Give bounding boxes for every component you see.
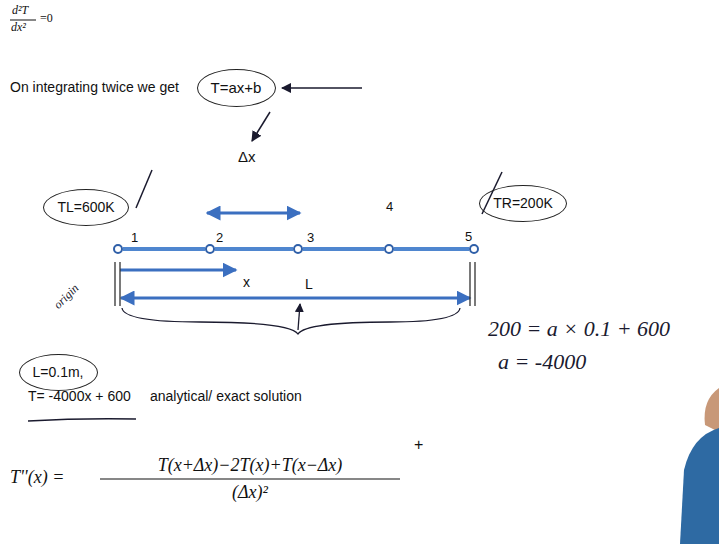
value-text: T=ax+b xyxy=(211,79,262,96)
node-number: 4 xyxy=(386,200,393,215)
slide-text: =0 xyxy=(40,12,53,26)
dimension-arrow xyxy=(121,297,470,300)
slide-text: Δx xyxy=(238,148,256,165)
hand-brace xyxy=(122,308,460,334)
slide-text: On integrating twice we get xyxy=(10,79,179,95)
slide-text: d²T xyxy=(12,4,28,18)
value-text: TR=200K xyxy=(493,195,553,211)
rod-segment xyxy=(303,247,384,251)
circled-value: TL=600K xyxy=(43,189,129,226)
circled-value: T=ax+b xyxy=(197,69,276,107)
grid-node: 1 xyxy=(113,244,123,254)
dimension-arrow xyxy=(207,212,300,215)
node-number: 3 xyxy=(307,231,314,246)
dimension-arrow xyxy=(120,269,236,272)
value-text: L=0.1m, xyxy=(33,364,84,380)
handwritten-note: origin xyxy=(51,282,82,313)
node-number: 1 xyxy=(131,231,138,246)
slide-text: T= -4000x + 600 xyxy=(28,388,131,404)
hand-arrow xyxy=(298,304,300,330)
grid-node: 3 xyxy=(293,244,303,254)
hand-arrow xyxy=(252,112,270,141)
node-number: 5 xyxy=(465,230,472,245)
circled-value: L=0.1m, xyxy=(19,354,98,391)
circled-value: TR=200K xyxy=(479,185,567,222)
handwritten-note: a = -4000 xyxy=(498,349,586,374)
slide-text: T''(x) = xyxy=(10,467,64,488)
slide-text: T(x+Δx)−2T(x)+T(x−Δx) xyxy=(158,455,343,476)
slide-text: L xyxy=(305,276,313,292)
rod-segment xyxy=(123,247,205,251)
node-number: 2 xyxy=(216,231,223,246)
hand-arrow xyxy=(282,87,362,89)
slide-text: analytical/ exact solution xyxy=(150,388,302,404)
grid-node: 5 xyxy=(469,244,479,254)
grid-node: 2 xyxy=(205,244,215,254)
end-marks xyxy=(115,262,475,306)
slide-text: dx² xyxy=(11,21,26,35)
rod-segment xyxy=(215,247,293,251)
slide-text: x xyxy=(243,274,250,290)
lecturer-figure xyxy=(705,388,719,432)
value-text: TL=600K xyxy=(57,199,114,215)
hand-underline xyxy=(28,419,136,421)
rod-segment xyxy=(394,247,469,251)
slide-text: + xyxy=(414,436,423,454)
grid-node: 4 xyxy=(384,244,394,254)
lecturer-figure xyxy=(680,428,719,544)
slide-text: (Δx)² xyxy=(232,482,268,503)
fraction-bar xyxy=(100,478,400,479)
hand-stroke xyxy=(136,170,152,208)
handwritten-note: 200 = a × 0.1 + 600 xyxy=(488,316,670,341)
